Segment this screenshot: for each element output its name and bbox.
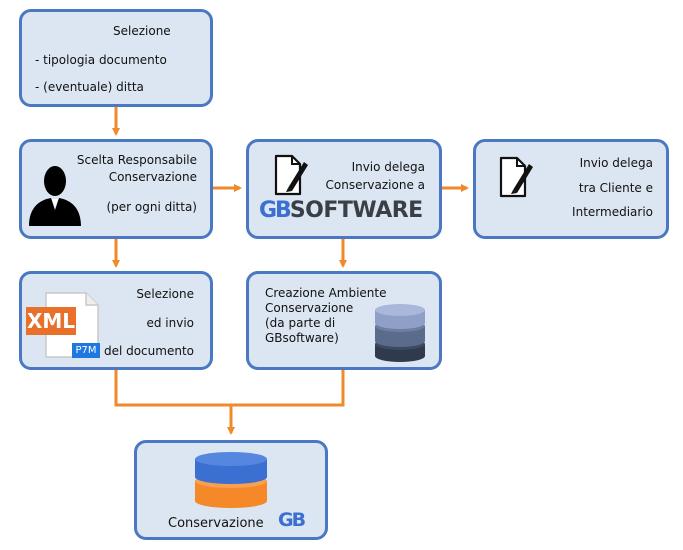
invio-documento-note: del documento xyxy=(103,344,194,358)
xml-label: XML xyxy=(26,307,76,335)
responsible-title: Scelta Responsabile xyxy=(76,153,197,167)
database-icon xyxy=(195,452,267,508)
database-icon xyxy=(375,304,425,362)
conservazione-box: Conservazione GB xyxy=(134,440,328,540)
invio-documento-subtitle: ed invio xyxy=(146,316,194,330)
document-sign-icon xyxy=(274,154,308,196)
xml-file-icon: XML P7M xyxy=(26,291,102,361)
ambiente-line2: Conservazione xyxy=(265,301,354,315)
connector-invio-to-merge xyxy=(114,370,345,407)
conservazione-label: Conservazione xyxy=(168,516,264,531)
person-silhouette-icon xyxy=(29,166,81,226)
gb-software-logo: GBSOFTWARE xyxy=(259,198,423,228)
gb-logo-icon: GB xyxy=(259,198,292,223)
delega-cliente-title: Invio delega xyxy=(579,156,653,170)
selection-title: Selezione xyxy=(113,24,171,38)
document-sign-icon xyxy=(499,156,533,198)
p7m-label: P7M xyxy=(72,343,100,358)
delega-conservazione-box: Invio delega Conservazione a GBSOFTWARE xyxy=(246,139,442,239)
selection-doc-type: - tipologia documento xyxy=(35,53,167,67)
selection-box: Selezione - tipologia documento - (event… xyxy=(19,9,213,107)
delega-conservazione-subtitle: Conservazione a xyxy=(325,178,425,192)
gb-logo-word: SOFTWARE xyxy=(289,198,423,223)
invio-documento-title: Selezione xyxy=(136,287,194,301)
ambiente-line3: (da parte di xyxy=(265,316,336,330)
delega-cliente-note: Intermediario xyxy=(572,205,653,219)
selection-company: - (eventuale) ditta xyxy=(35,80,144,94)
ambiente-line4: GBsoftware) xyxy=(265,331,339,345)
responsible-box: Scelta Responsabile Conservazione (per o… xyxy=(19,139,213,239)
ambiente-title: Creazione Ambiente xyxy=(265,286,387,300)
delega-cliente-subtitle: tra Cliente e xyxy=(578,181,653,195)
gb-logo-icon: GB xyxy=(278,509,306,531)
responsible-subtitle: Conservazione xyxy=(108,170,197,184)
ambiente-box: Creazione Ambiente Conservazione (da par… xyxy=(246,271,442,370)
delega-cliente-box: Invio delega tra Cliente e Intermediario xyxy=(473,139,669,239)
responsible-note: (per ogni ditta) xyxy=(106,200,197,214)
invio-documento-box: XML P7M Selezione ed invio del documento xyxy=(19,271,213,370)
delega-conservazione-title: Invio delega xyxy=(351,160,425,174)
